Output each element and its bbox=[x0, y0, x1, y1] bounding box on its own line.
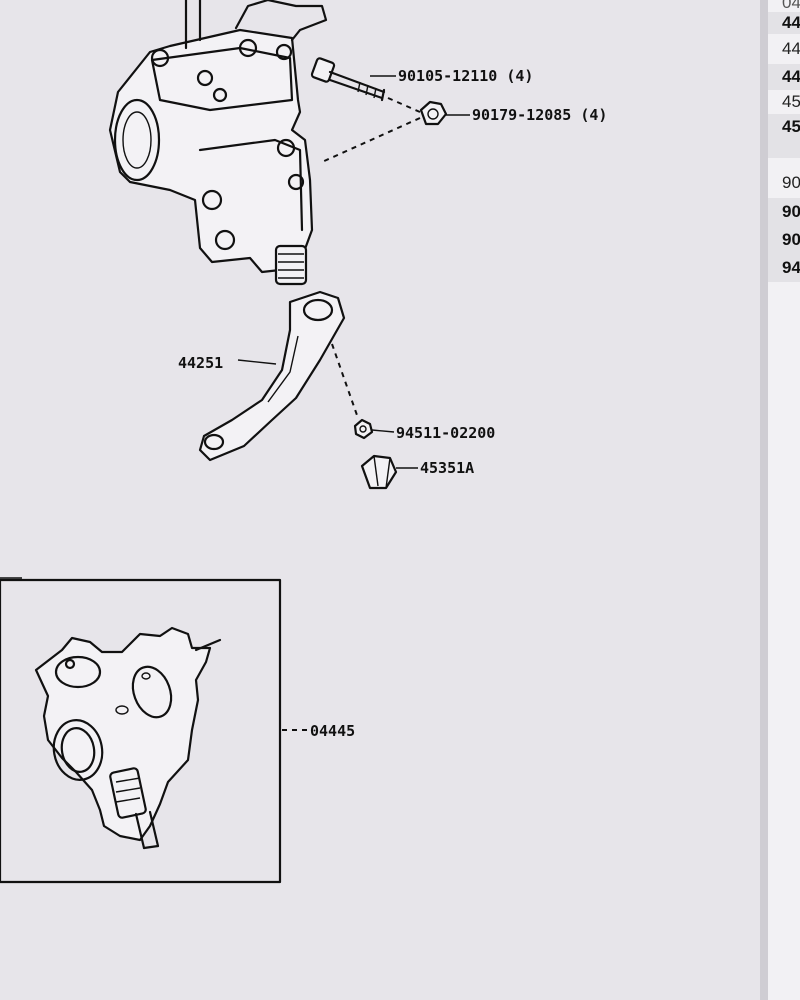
list-item[interactable]: 45 bbox=[768, 114, 800, 158]
parts-diagram: 90105-12110 (4) 90179-12085 (4) 44251 94… bbox=[0, 0, 607, 884]
housing-inset-frame bbox=[0, 578, 282, 884]
flange-nut-part bbox=[419, 100, 448, 126]
list-item[interactable]: 90 bbox=[768, 226, 800, 254]
list-item[interactable]: 90 bbox=[768, 198, 800, 226]
callout-nut-label: 90179-12085 (4) bbox=[472, 106, 607, 124]
arm-nut-part bbox=[360, 454, 398, 490]
bolt-part bbox=[310, 57, 386, 102]
callout-pitman-arm-label: 44251 bbox=[178, 354, 223, 372]
panel-divider[interactable] bbox=[760, 0, 768, 1000]
list-item[interactable]: 90 bbox=[782, 173, 800, 192]
callout-housing-label: 04445 bbox=[310, 722, 355, 740]
parts-list-panel: 04 44 44 44 45 45 90 90 90 94 bbox=[768, 0, 800, 1000]
callout-arm-nut-label: 45351A bbox=[420, 459, 474, 477]
lock-washer-part bbox=[353, 418, 374, 440]
list-item[interactable]: 44 bbox=[782, 39, 800, 58]
housing-part bbox=[34, 626, 222, 850]
callout-washer-label: 94511-02200 bbox=[396, 424, 495, 442]
list-item[interactable]: 44 bbox=[768, 12, 800, 34]
list-item[interactable]: 45 bbox=[782, 92, 800, 111]
list-item[interactable]: 04 bbox=[782, 0, 800, 12]
pitman-arm-part bbox=[198, 290, 346, 462]
list-item[interactable]: 94 bbox=[768, 254, 800, 282]
list-item[interactable]: 44 bbox=[768, 64, 800, 90]
steering-gear-assembly bbox=[108, 0, 328, 286]
callout-bolt-label: 90105-12110 (4) bbox=[398, 67, 533, 85]
